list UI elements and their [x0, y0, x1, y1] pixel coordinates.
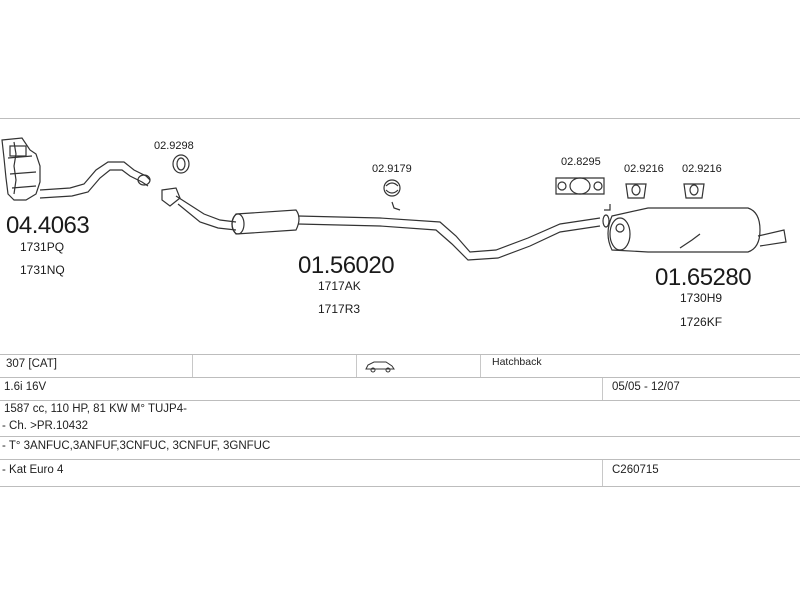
fitting-label: 02.9179 [372, 163, 412, 175]
rear-silencer-shape [607, 207, 761, 253]
part-ref: 1717R3 [318, 302, 361, 316]
column-divider [602, 460, 603, 486]
engine-cell: 1.6i 16V [4, 381, 47, 393]
fitting-label: 02.9298 [154, 140, 194, 152]
part-number: 04.4063 [6, 212, 90, 239]
top-border [0, 118, 800, 119]
part-ref: 1730H9 [680, 291, 723, 305]
table-row: 307 [CAT] Hatchback [0, 355, 800, 377]
part-number: 01.56020 [298, 252, 395, 279]
column-divider [602, 378, 603, 400]
part-ref: 1717AK [318, 279, 361, 293]
chassis-cell: - Ch. >PR.10432 [2, 420, 88, 432]
rubber-02-9216-a-shape [625, 183, 647, 199]
table-row: - Ch. >PR.10432 [0, 418, 800, 436]
table-bottom-border [0, 486, 800, 487]
clamp-02-9298-shape [172, 154, 190, 174]
row-divider [0, 459, 800, 460]
column-divider [192, 355, 193, 377]
types-cell: - T° 3ANFUC,3ANFUF,3CNFUC, 3CNFUF, 3GNFU… [2, 440, 271, 452]
body-type-cell: Hatchback [492, 356, 542, 368]
part-ref: 1731NQ [20, 263, 65, 277]
hanger-02-8295-shape [555, 177, 605, 195]
part-number: 01.65280 [655, 264, 752, 291]
table-row: 1.6i 16V 05/05 - 12/07 [0, 378, 800, 400]
row-divider [0, 436, 800, 437]
front-pipe-shape [39, 161, 151, 199]
column-divider [480, 355, 481, 377]
column-divider [356, 355, 357, 377]
catalytic-converter-shape [1, 137, 41, 201]
period-cell: 05/05 - 12/07 [612, 381, 680, 393]
hanger-02-9179-shape [383, 179, 401, 211]
model-cell: 307 [CAT] [6, 358, 57, 370]
middle-pipe-shape [175, 195, 237, 231]
part-ref: 1726KF [680, 315, 723, 329]
table-top-border [0, 354, 800, 355]
hatchback-car-icon [365, 361, 395, 373]
row-divider [0, 400, 800, 401]
fitting-label: 02.8295 [561, 156, 601, 168]
fitting-label: 02.9216 [682, 163, 722, 175]
table-row: - T° 3ANFUC,3ANFUF,3CNFUC, 3CNFUF, 3GNFU… [0, 437, 800, 459]
catalog-cell: C260715 [612, 464, 659, 476]
part-ref: 1731PQ [20, 240, 65, 254]
table-row: 1587 cc, 110 HP, 81 KW M° TUJP4- [0, 401, 800, 420]
fitting-label: 02.9216 [624, 163, 664, 175]
emission-cell: - Kat Euro 4 [2, 464, 64, 476]
row-divider [0, 377, 800, 378]
table-row: - Kat Euro 4 C260715 [0, 460, 800, 486]
exhaust-diagram [1, 137, 787, 261]
rubber-02-9216-b-shape [683, 183, 705, 199]
spec-cell: 1587 cc, 110 HP, 81 KW M° TUJP4- [4, 403, 187, 415]
